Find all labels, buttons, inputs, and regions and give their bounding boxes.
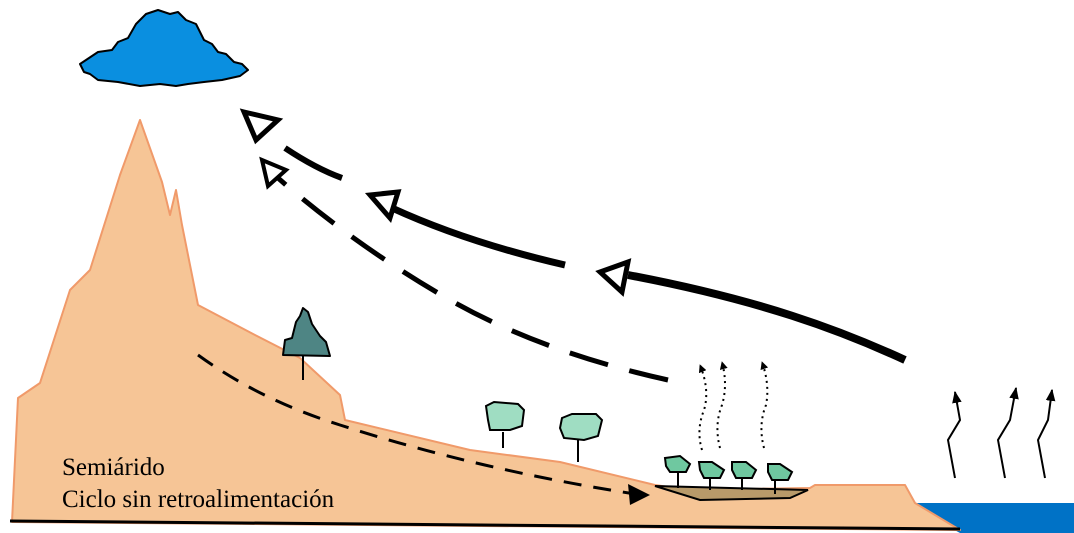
tree-icon-lake-1 (663, 454, 692, 488)
diagram-caption: Semiárido Ciclo sin retroalimentación (62, 452, 334, 516)
tree-icon-lake-2 (697, 461, 726, 490)
advection-arrow-solid (239, 108, 907, 364)
evaporation-arrow-icon (946, 386, 1056, 479)
cloud-icon (79, 9, 249, 87)
tree-icon-lake-3 (731, 461, 758, 490)
tree-icon-2 (558, 413, 604, 462)
lake (654, 485, 809, 502)
tree-icon-lake-4 (767, 463, 794, 494)
land (11, 119, 961, 531)
evaporation-dotted (698, 361, 769, 451)
tree-icon-1 (484, 400, 526, 448)
caption-line-1: Semiárido (62, 454, 165, 481)
runoff-arrow-head (628, 484, 650, 505)
caption-line-2: Ciclo sin retroalimentación (62, 486, 335, 513)
tree-icon-dark (282, 307, 331, 380)
runoff-arrow (197, 353, 636, 496)
recycling-arrow-dashed (259, 156, 669, 383)
ground-baseline (9, 519, 961, 531)
